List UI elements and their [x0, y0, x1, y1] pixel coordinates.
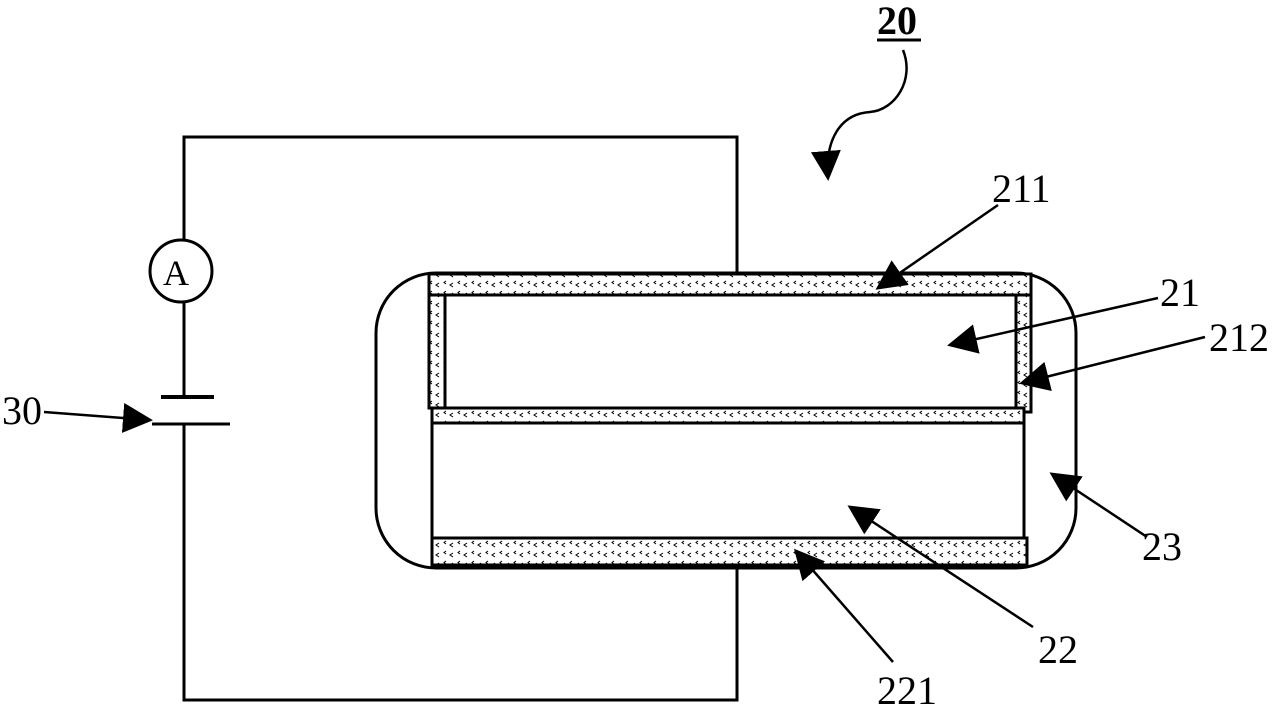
leader-23: [1049, 472, 1148, 539]
first-coating-bottom: [430, 406, 1026, 425]
circuit-wire-bottom: [182, 424, 739, 702]
label-22: 22: [1038, 627, 1078, 672]
first-electrode-body: [443, 293, 1018, 410]
leader-221: [794, 548, 894, 663]
second-electrode: [430, 421, 1029, 567]
leader-21: [947, 296, 1159, 354]
label-21: 21: [1160, 270, 1200, 315]
leader-lines: [43, 49, 1206, 663]
ammeter: A: [148, 238, 214, 304]
label-30: 30: [2, 388, 42, 433]
leader-30: [43, 403, 153, 433]
second-electrode-body: [430, 421, 1026, 540]
label-211: 211: [992, 166, 1051, 211]
label-23: 23: [1142, 524, 1182, 569]
leader-22: [847, 505, 1034, 629]
ammeter-label: A: [163, 253, 189, 293]
label-212: 212: [1209, 315, 1269, 360]
first-side-coating-right: [1014, 293, 1033, 414]
first-side-coating-left: [427, 293, 447, 410]
label-221: 221: [877, 668, 937, 713]
leader-20: [810, 49, 908, 181]
second-coating-bottom: [430, 536, 1029, 567]
leader-212: [1019, 335, 1206, 391]
label-20: 20: [877, 0, 917, 43]
first-electrode: [427, 272, 1033, 425]
circuit-wire-top: [182, 135, 739, 275]
ammeter-circle: [148, 238, 214, 304]
external-circuit: A: [148, 135, 739, 702]
leader-211: [875, 203, 999, 290]
first-coating-top: [427, 272, 1033, 297]
